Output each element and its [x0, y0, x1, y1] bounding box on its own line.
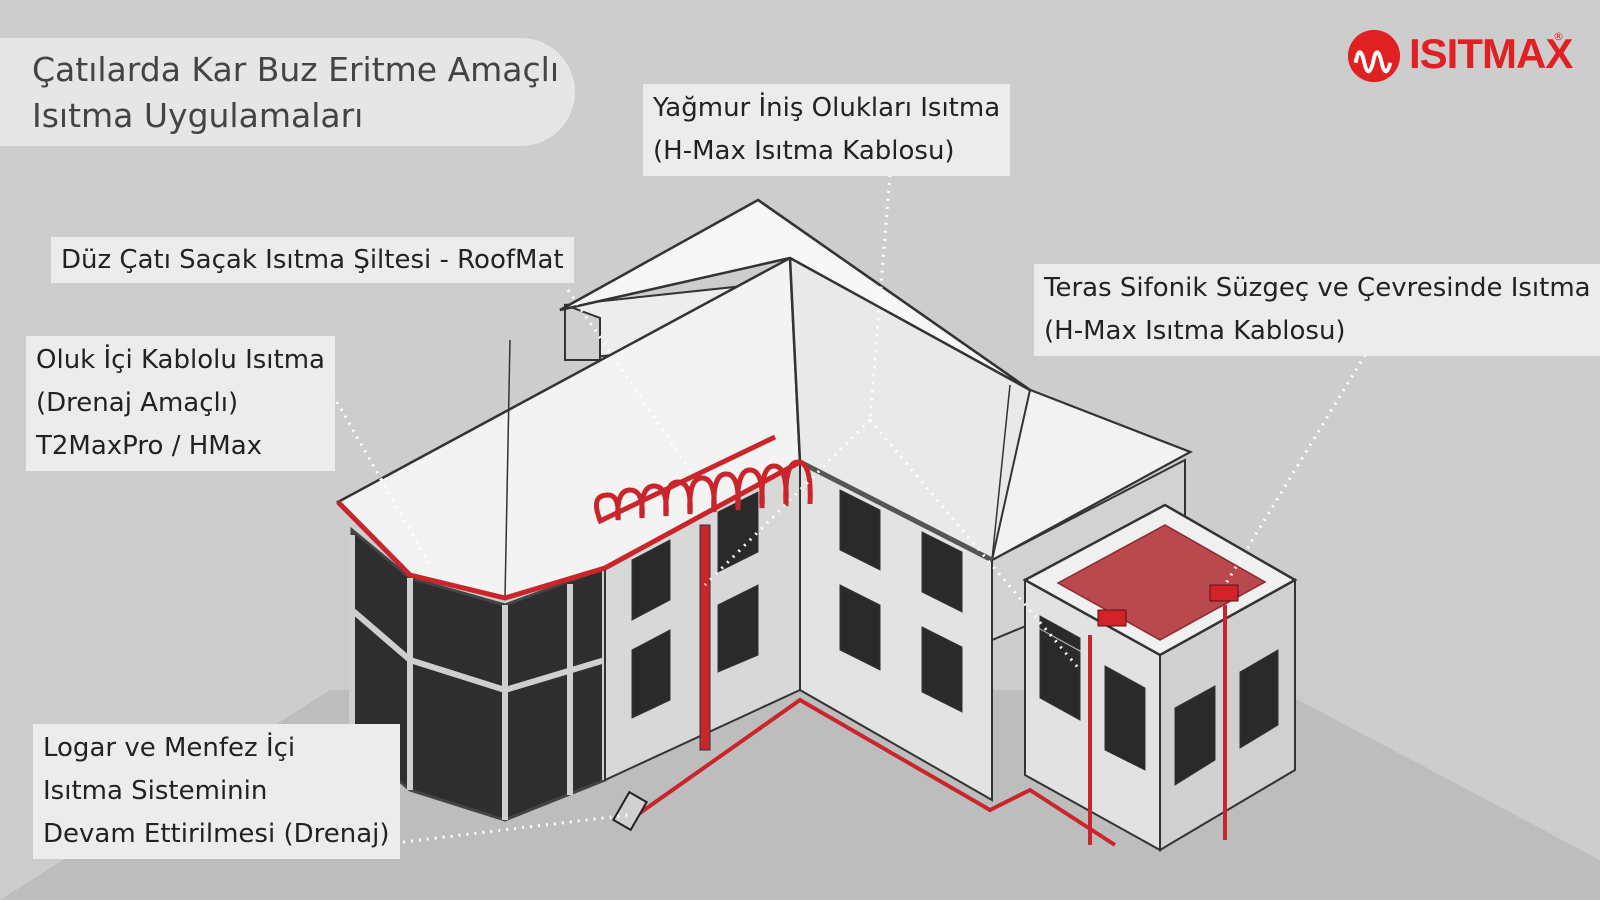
isitmax-logo-icon — [1347, 29, 1401, 83]
label-rain-gutter-line-2: (H-Max Isıtma Kablosu) — [653, 136, 955, 166]
front-right-windows — [839, 489, 963, 713]
leader-lines — [331, 174, 1367, 845]
logo-wordmark: ISITMAX — [1409, 30, 1573, 77]
label-manhole-line-2: Isıtma Sisteminin — [43, 776, 268, 806]
terrace-windows — [1039, 615, 1279, 786]
label-terrace: Teras Sifonik Süzgeç ve Çevresinde Isıtm… — [1034, 264, 1600, 356]
front-left-windows — [631, 491, 759, 719]
label-manhole-line-1: Logar ve Menfez İçi — [43, 733, 296, 763]
label-gutter-cable: Oluk İçi Kablolu Isıtma (Drenaj Amaçlı) … — [26, 336, 335, 471]
label-gutter-cable-line-2: (Drenaj Amaçlı) — [36, 388, 239, 418]
label-terrace-line-1: Teras Sifonik Süzgeç ve Çevresinde Isıtm… — [1044, 273, 1591, 303]
label-gutter-cable-line-3: T2MaxPro / HMax — [36, 431, 263, 461]
main-roof-right — [990, 388, 1193, 562]
label-rain-gutter-line-1: Yağmur İniş Olukları Isıtma — [653, 93, 1001, 123]
label-rain-gutter: Yağmur İniş Olukları Isıtma (H-Max Isıtm… — [643, 84, 1011, 176]
downpipe-heated — [699, 524, 711, 751]
drain-heating-line — [628, 697, 1117, 847]
logo-registered-mark: ® — [1553, 30, 1564, 43]
label-manhole-line-3: Devam Ettirilmesi (Drenaj) — [43, 819, 390, 849]
title-line-1: Çatılarda Kar Buz Eritme Amaçlı — [32, 50, 560, 89]
title-line-2: Isıtma Uygulamaları — [32, 96, 364, 135]
label-manhole: Logar ve Menfez İçi Isıtma Sisteminin De… — [33, 724, 400, 859]
label-terrace-line-2: (H-Max Isıtma Kablosu) — [1044, 316, 1346, 346]
label-roofmat: Düz Çatı Saçak Isıtma Şiltesi - RoofMat — [51, 237, 574, 283]
manhole-grate — [611, 790, 649, 832]
label-gutter-cable-line-1: Oluk İçi Kablolu Isıtma — [36, 345, 325, 375]
label-roofmat-line-1: Düz Çatı Saçak Isıtma Şiltesi - RoofMat — [61, 245, 564, 275]
siphonic-drain — [1097, 609, 1127, 627]
roofmat-coil — [593, 459, 813, 521]
title-panel: Çatılarda Kar Buz Eritme Amaçlı Isıtma U… — [0, 38, 575, 146]
eave-gutter-heating — [336, 459, 802, 601]
